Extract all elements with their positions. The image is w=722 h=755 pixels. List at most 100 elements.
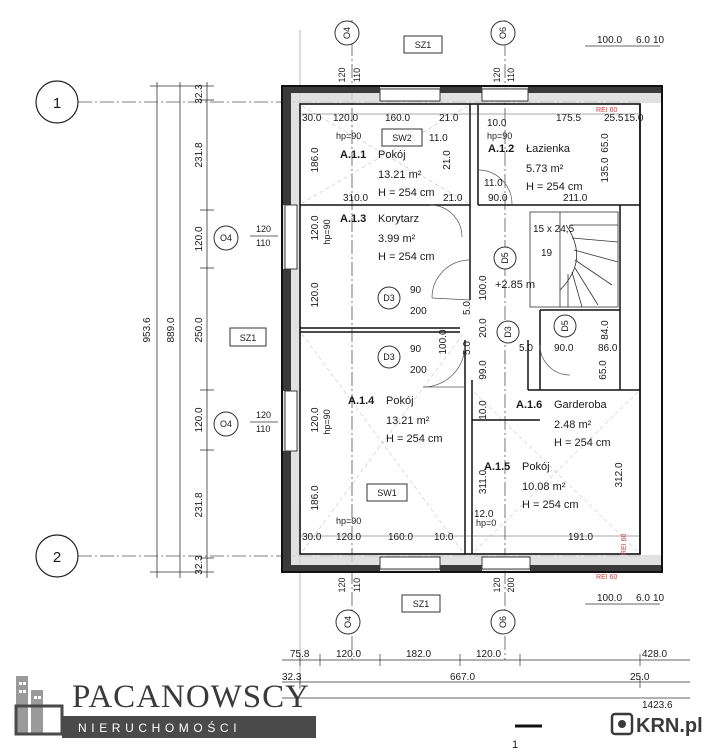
staircase [529, 211, 619, 308]
door-tag-d5-lower: D5 [553, 314, 577, 338]
dim-interior: 65.0 [600, 133, 611, 153]
room-area: 13.21 m² [386, 415, 430, 427]
interior-walls [300, 104, 641, 554]
svg-text:O4: O4 [343, 616, 353, 628]
dim-top-right: 100.0 [597, 35, 622, 46]
room-name: Garderoba [554, 399, 607, 411]
wall-tag-sz1-left: SZ1 [229, 327, 267, 347]
dim-top-right: 6.0 [636, 35, 650, 46]
svg-text:O4: O4 [342, 27, 352, 39]
room-height: H = 254 cm [554, 437, 611, 449]
stairs-count: 19 [541, 248, 553, 259]
window-tag-o4-upper: O4 [213, 225, 239, 251]
window-dim: 200 [506, 577, 516, 592]
svg-text:O6: O6 [498, 616, 508, 628]
window-tag-o4-top: O4 [334, 20, 360, 46]
dim-chain: 75.8 [290, 649, 310, 660]
dim-top-right: 10 [653, 35, 665, 46]
room-height: H = 254 cm [526, 181, 583, 193]
room-id: A.1.6 [516, 399, 542, 411]
room-area: 13.21 m² [378, 169, 422, 181]
dim-interior: 84.0 [600, 320, 611, 340]
dim-interior: 100.0 [478, 275, 489, 300]
window-dim: 110 [256, 424, 270, 434]
room-height: H = 254 cm [378, 251, 435, 263]
dim-bottom-row: 160.0 [388, 532, 413, 543]
window-dim: 120 [492, 577, 502, 592]
window-dim: 110 [352, 68, 362, 82]
wall-tag-sw2: SW2 [381, 128, 423, 147]
room-name: Korytarz [378, 213, 419, 225]
dim-chain: 120.0 [476, 649, 501, 660]
window-tag-o4-lower: O4 [213, 411, 239, 437]
dim-interior: 312.0 [614, 462, 625, 487]
wall-tag-sz1-bottom: SZ1 [401, 594, 441, 613]
dim-top-row: 25.5 [604, 113, 624, 124]
dim-left-seg: 120.0 [194, 407, 205, 432]
svg-text:D5: D5 [560, 320, 570, 332]
window-dim: 120 [256, 224, 271, 234]
window-dim: 120 [256, 410, 271, 420]
dim-total: 32.3 [282, 672, 302, 683]
svg-text:SW1: SW1 [377, 488, 397, 498]
wall-tag-sw1: SW1 [366, 483, 408, 502]
dim-interior: 211.0 [563, 193, 588, 204]
dim-top-row: 10.0 [487, 118, 507, 129]
dim-interior: hp=90 [322, 219, 332, 244]
dim-interior: 135.0 [600, 157, 611, 182]
dim-top-row: 120.0 [333, 113, 358, 124]
dim-top-row: 11.0 [429, 133, 448, 144]
dim-interior: 90 [410, 344, 422, 355]
window-dim: 110 [352, 578, 362, 592]
svg-text:SZ1: SZ1 [413, 599, 430, 609]
dim-bottom-right: 10 [653, 593, 665, 604]
dim-interior: 120.0 [310, 407, 321, 432]
room-name: Pokój [522, 461, 550, 473]
logo-subtitle: NIERUCHOMOŚCI [78, 720, 241, 735]
dim-interior: 10.0 [478, 400, 489, 420]
room-height: H = 254 cm [378, 187, 435, 199]
svg-text:O4: O4 [220, 233, 232, 243]
dim-chain: 120.0 [336, 649, 361, 660]
room-id: A.1.1 [340, 149, 366, 161]
dim-bottom-right: 6.0 [636, 593, 650, 604]
dim-chain: 428.0 [642, 649, 667, 660]
dim-bottom-row: 10.0 [434, 532, 454, 543]
dim-left-seg: 120.0 [194, 226, 205, 251]
section-marker: 1 [512, 739, 518, 750]
room-id: A.1.5 [484, 461, 510, 473]
dim-left-seg: 231.8 [194, 492, 205, 517]
dim-interior: 200 [410, 365, 427, 376]
door-tag-d3-upper: D3 [377, 286, 401, 310]
stairs-size: 15 x 24,5 [533, 224, 575, 235]
room-id: A.1.2 [488, 143, 514, 155]
dim-overall: 1423.6 [642, 700, 673, 711]
dim-interior: hp=0 [476, 518, 496, 528]
dim-interior: 12.0 [474, 509, 494, 520]
fire-rating: REI 60 [596, 107, 618, 114]
dim-interior: 5.0 [519, 343, 533, 354]
door-tag-d5-upper: D5 [493, 246, 517, 270]
window-dim: 110 [506, 68, 516, 82]
room-area: 2.48 m² [554, 419, 592, 431]
dim-left-seg: 32.3 [194, 84, 205, 104]
dim-interior: 120.0 [310, 282, 321, 307]
door-tag-d3-mid: D3 [496, 320, 520, 344]
svg-text:SZ1: SZ1 [415, 40, 432, 50]
dim-interior: 186.0 [310, 485, 321, 510]
fire-rating: REI 60 [621, 533, 628, 555]
window-tag-o4-bottom: O4 [335, 609, 361, 635]
door-tag-o6-top: O6 [490, 20, 516, 46]
svg-text:O6: O6 [498, 27, 508, 39]
dim-interior: hp=90 [336, 516, 361, 526]
dim-left-seg: 32.3 [194, 555, 205, 575]
dim-top-row: 30.0 [302, 113, 322, 124]
svg-text:SZ1: SZ1 [240, 333, 257, 343]
window-dim: 120 [337, 67, 347, 82]
dim-bottom-row: 30.0 [302, 532, 322, 543]
room-name: Pokój [386, 395, 414, 407]
room-area: 3.99 m² [378, 233, 416, 245]
wall-tag-sz1-top: SZ1 [403, 35, 443, 54]
